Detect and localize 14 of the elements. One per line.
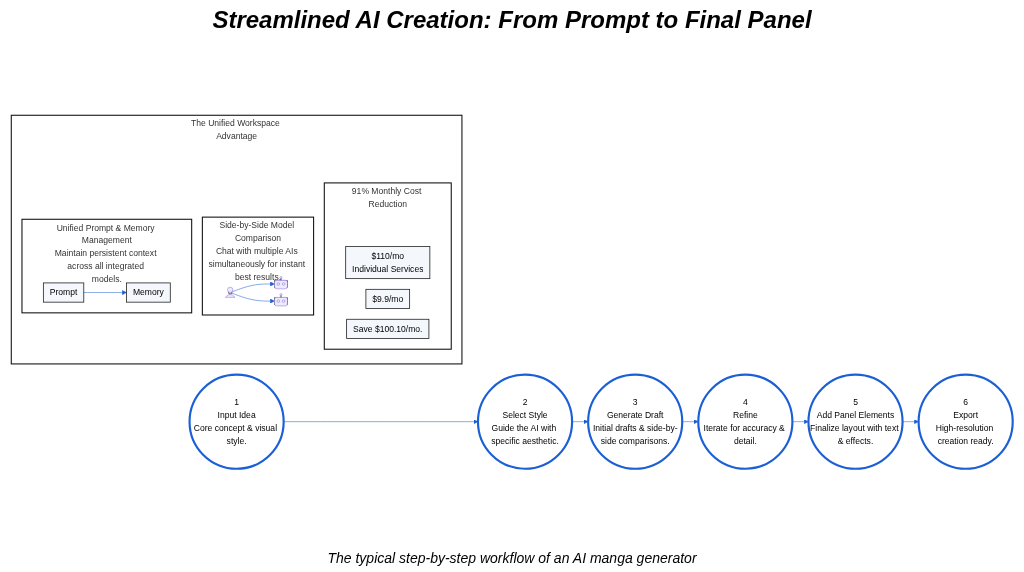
node-box: $110/mo Individual Services	[345, 246, 431, 280]
diagram-title: Streamlined AI Creation: From Prompt to Final Panel	[212, 6, 812, 34]
node-circle: 5 Add Panel Elements Finalize layout with text & effects.	[807, 373, 904, 470]
node-circle: 2 Select Style Guide the AI with specific aesthetic.	[476, 373, 574, 470]
node-circle: 1 Input Idea Core concept & visual style.	[188, 373, 285, 470]
node-circle: 4 Refine Iterate for accuracy & detail.	[697, 373, 794, 470]
node-box: Save $100.10/mo.	[346, 318, 430, 339]
caption: The typical step-by-step workflow of an AI manga generator	[327, 550, 697, 566]
node-circle: 3 Generate Draft Initial drafts & side-by-side comparisons.	[587, 373, 684, 470]
cluster: Side-by-Side Model Comparison Chat with multiple AIs simultaneously for instant best results.	[201, 216, 315, 316]
node-box: Memory	[126, 282, 171, 303]
node-box: $9.9/mo	[365, 288, 411, 309]
node-circle: 6 Export High-resolution creation ready.	[917, 373, 1014, 470]
node-box: Prompt	[42, 282, 85, 303]
